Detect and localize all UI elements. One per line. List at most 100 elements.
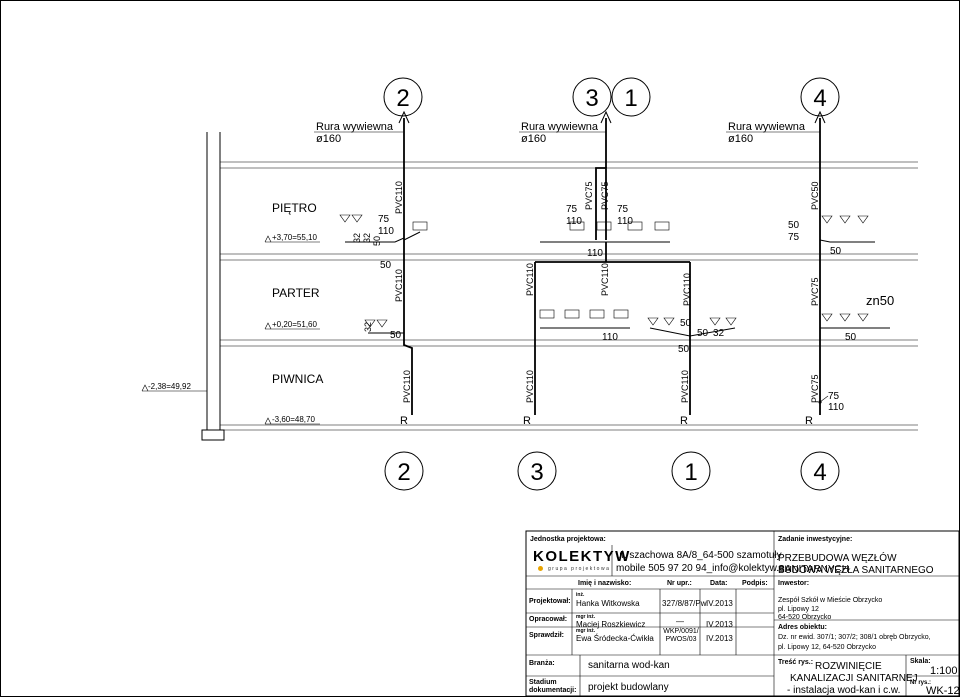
floor-slabs <box>220 161 918 431</box>
number-label: Nr rys.: <box>910 680 932 686</box>
task-line-2: BUDOWA WĘZŁA SANITARNEGO <box>778 565 934 576</box>
svg-text:PVC110: PVC110 <box>402 370 412 403</box>
svg-text:PVC110: PVC110 <box>682 273 692 306</box>
designer-name: Hanka Witkowska <box>576 599 640 608</box>
riser-bottom-marker-3: 3 <box>517 451 557 491</box>
svg-text:50: 50 <box>830 246 842 257</box>
task-line-1: PRZEBUDOWA WĘZŁÓW SANITARNYCH <box>778 553 897 575</box>
fixtures-riser-2-lower: 32 50 <box>363 319 404 341</box>
svg-text:ø160: ø160 <box>521 133 546 145</box>
stage-label-2: dokumentacji: <box>529 687 577 694</box>
svg-text:Rura wywiewna: Rura wywiewna <box>316 121 394 133</box>
stage-label-1: Stadium <box>529 679 557 686</box>
svg-text:R: R <box>805 415 813 427</box>
svg-text:PVC75: PVC75 <box>600 181 610 210</box>
outlet-label-3: Rura wywiewna ø160 <box>519 121 606 145</box>
scale-label: Skala: <box>910 658 931 665</box>
svg-text:75: 75 <box>566 204 578 215</box>
svg-text:PVC110: PVC110 <box>525 370 535 403</box>
svg-text:50: 50 <box>380 260 392 271</box>
preparer-permit: — <box>676 617 684 626</box>
checker-permit: WKP/0091/ PWOS/03 <box>663 628 699 643</box>
pipe-labels: PVC110 PVC110 PVC110 PVC75 PVC75 PVC110 … <box>394 181 820 403</box>
drawing-line-3: - instalacja wod-kan i c.w. <box>787 685 901 696</box>
riser-top-marker-1: 1 <box>611 77 651 117</box>
riser-bottom-marker-1: 1 <box>671 451 711 491</box>
svg-text:Rura wywiewna: Rura wywiewna <box>521 121 599 133</box>
outlet-label-4: Rura wywiewna ø160 <box>726 121 820 145</box>
investor-line-1: Zespół Szkół w Mieście Obrzycko <box>778 597 883 604</box>
svg-text:32: 32 <box>362 233 372 243</box>
svg-text:50: 50 <box>845 332 857 343</box>
title-block-grid <box>525 530 960 697</box>
preparer-name: Maciej Roszkiewicz <box>576 620 646 629</box>
logo-dot-icon <box>538 566 543 571</box>
role-designer: Projektował: <box>529 598 571 605</box>
company-address: ul. szachowa 8A/8_64-500 szamotuły <box>616 550 782 561</box>
svg-text:32: 32 <box>352 233 362 243</box>
svg-text:50: 50 <box>372 236 382 246</box>
level-marker-piwnica: -3,60=48,70 <box>264 415 320 425</box>
svg-text:PVC75: PVC75 <box>810 374 820 403</box>
riser-pipes <box>398 110 826 415</box>
unit-label: Jednostka projektowa: <box>530 536 606 543</box>
svg-text:2: 2 <box>396 85 409 112</box>
outlet-label-2: Rura wywiewna ø160 <box>314 121 403 145</box>
svg-text:75: 75 <box>617 204 629 215</box>
role-checked: Sprawdził: <box>529 632 565 639</box>
company-logo: KOLEKTYW <box>533 548 631 565</box>
floor-name-pietro: PIĘTRO <box>272 201 317 215</box>
level-marker-parter: +0,20=51,60 <box>264 320 320 330</box>
svg-text:PVC110: PVC110 <box>394 269 404 302</box>
svg-text:Rura wywiewna: Rura wywiewna <box>728 121 806 133</box>
svg-text:75: 75 <box>378 214 390 225</box>
riser-top-marker-3: 3 <box>572 77 612 117</box>
investor-label: Inwestor: <box>778 580 810 587</box>
cleanout-labels: R R R R <box>400 415 813 427</box>
svg-text:1: 1 <box>624 85 637 112</box>
col-date: Data: <box>710 580 728 587</box>
svg-text:110: 110 <box>378 226 394 237</box>
svg-text:PVC50: PVC50 <box>810 181 820 210</box>
riser-bottom-marker-2: 2 <box>384 451 424 491</box>
svg-text:75: 75 <box>828 391 840 402</box>
building-wall <box>201 132 225 441</box>
svg-text:R: R <box>400 415 408 427</box>
stage-value: projekt budowlany <box>588 682 669 693</box>
svg-text:PVC75: PVC75 <box>584 181 594 210</box>
svg-text:4: 4 <box>813 85 826 112</box>
svg-text:110: 110 <box>602 332 618 343</box>
svg-text:-3,60=48,70: -3,60=48,70 <box>272 415 315 424</box>
checker-date: IV.2013 <box>706 634 733 643</box>
investor-line-2: pl. Lipowy 12 <box>778 606 819 613</box>
svg-text:110: 110 <box>587 248 603 259</box>
svg-text:110: 110 <box>617 216 633 227</box>
number-value: WK-12 <box>926 685 960 697</box>
col-name: Imię i nazwisko: <box>578 580 632 587</box>
col-permit: Nr upr.: <box>667 580 692 587</box>
svg-text:1: 1 <box>684 459 697 486</box>
svg-text:3: 3 <box>585 85 598 112</box>
svg-text:PVC110: PVC110 <box>600 263 610 296</box>
branch-label: Branża: <box>529 660 555 667</box>
svg-text:110: 110 <box>566 216 582 227</box>
svg-text:PVC110: PVC110 <box>680 370 690 403</box>
fixtures-riser-31-upper: 75 110 75 110 110 <box>540 204 670 259</box>
col-sign: Podpis: <box>742 580 768 587</box>
task-label: Zadanie inwestycyjne: <box>778 536 853 543</box>
svg-text:zn50: zn50 <box>866 293 894 308</box>
svg-text:PVC110: PVC110 <box>394 181 404 214</box>
svg-text:-2,38=49,92: -2,38=49,92 <box>148 382 191 391</box>
svg-text:2: 2 <box>397 459 410 486</box>
svg-text:+0,20=51,60: +0,20=51,60 <box>272 320 317 329</box>
designer-permit: 327/8/87/Pw <box>662 599 707 608</box>
investor-line-3: 64-520 Obrzycko <box>778 614 832 621</box>
svg-text:PVC110: PVC110 <box>525 263 535 296</box>
floor-name-parter: PARTER <box>272 286 320 300</box>
object-address-label: Adres obiektu: <box>778 624 828 631</box>
svg-text:+3,70=55,10: +3,70=55,10 <box>272 233 317 242</box>
branch-value: sanitarna wod-kan <box>588 660 670 671</box>
svg-text:75: 75 <box>788 232 800 243</box>
svg-text:32: 32 <box>713 328 725 339</box>
